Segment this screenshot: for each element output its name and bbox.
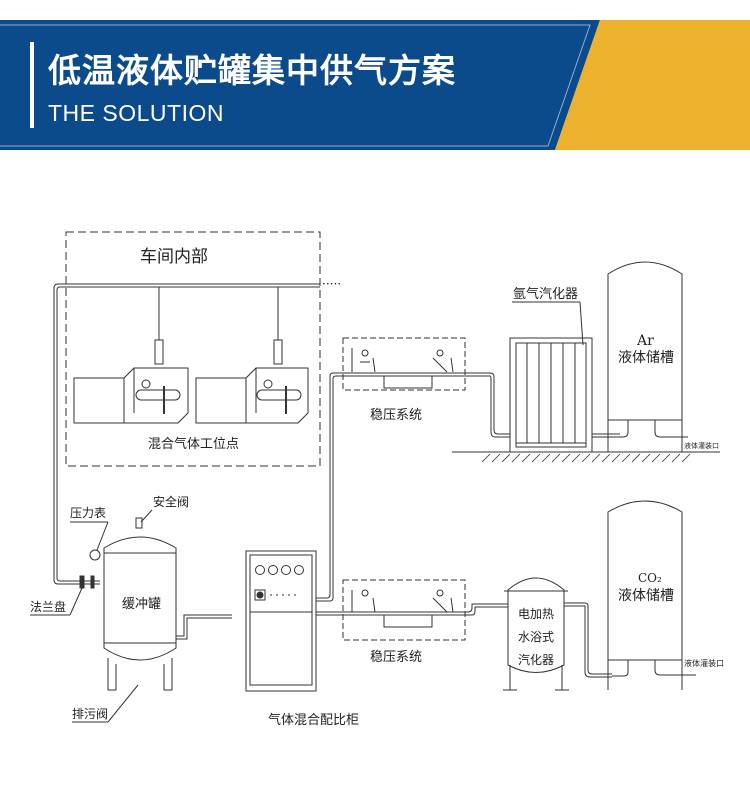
buffer-tank: 缓冲罐 压力表 安全阀 法兰盘 排污阀: [30, 494, 232, 723]
cabinet-gauge-3: [281, 565, 291, 575]
ar-tank-body: [607, 261, 683, 421]
gauge-icon: [361, 349, 369, 357]
banner-yellow-panel: [555, 20, 750, 150]
cabinet-gauge-1: [255, 565, 265, 575]
continuation-dots: ·····: [322, 277, 341, 291]
tank-legs: [107, 658, 173, 691]
station-label: 混合气体工位点: [148, 436, 239, 452]
workshop-area: 车间内部 ····· 混合气体工位点: [53, 231, 341, 585]
banner-background: [0, 20, 750, 150]
mixing-cabinet-label: 气体混合配比柜: [268, 712, 359, 728]
flange-icon: [79, 575, 85, 589]
pressure-system-top: 稳压系统: [342, 337, 512, 438]
pressure-line: [316, 603, 508, 616]
workshop-boundary: [65, 231, 321, 467]
hose-connector: [273, 339, 283, 365]
workshop-label: 车间内部: [140, 247, 208, 267]
supply-riser-pipe: [316, 372, 345, 599]
gauge-icon: [141, 379, 151, 389]
co2-gas-label: CO₂: [638, 571, 662, 585]
vaporizer-line-2: 水浴式: [518, 630, 554, 644]
ar-vaporizer-label: 氩气汽化器: [513, 286, 578, 302]
ar-vaporizer: 氩气汽化器: [509, 286, 620, 453]
manifold-icon: [256, 389, 302, 401]
banner-inner-border: [0, 24, 591, 147]
flange-label: 法兰盘: [30, 599, 66, 614]
pressure-system-boundary: [342, 337, 466, 391]
workbench: [73, 377, 125, 424]
ar-tank-label: 液体储槽: [618, 350, 674, 366]
manifold-icon: [135, 389, 181, 401]
co2-fill-port-label: 液体灌装口: [684, 658, 724, 668]
pressure-system-boundary: [342, 579, 466, 641]
vaporizer-line-3: 汽化器: [518, 652, 554, 667]
cabinet-control-knob: [254, 589, 266, 601]
pressure-system-bottom: 稳压系统: [316, 579, 508, 665]
page-subtitle: THE SOLUTION: [48, 100, 224, 126]
safety-valve-icon: [135, 517, 143, 529]
gas-supply-diagram: 车间内部 ····· 混合气体工位点: [0, 160, 750, 786]
workstation-1: [73, 339, 189, 424]
water-bath-vaporizer: 电加热 水浴式 汽化器: [503, 577, 612, 691]
co2-tank-label: 液体储槽: [618, 588, 674, 604]
hose-connector: [154, 339, 164, 365]
pressure-gauge-label: 压力表: [70, 506, 106, 520]
buffer-tank-label: 缓冲罐: [122, 597, 161, 612]
co2-tank: CO₂ 液体储槽 液体灌装口: [607, 500, 724, 690]
pressure-system-top-label: 稳压系统: [370, 407, 422, 423]
leader-line: [579, 301, 584, 346]
ground-top: [452, 451, 720, 463]
ar-fill-port-label: 液体灌装口: [684, 441, 719, 450]
workbench: [195, 377, 247, 424]
vaporizer-body: [507, 577, 565, 673]
pressure-system-bottom-label: 稳压系统: [370, 649, 422, 665]
pressure-gauge-icon: [89, 549, 101, 561]
banner-accent-bar: [30, 42, 34, 128]
workshop-header-pipe-inner: [56, 286, 320, 582]
cabinet-gauge-2: [268, 565, 278, 575]
drain-valve-label: 排污阀: [72, 707, 108, 721]
banner-blue-panel: [0, 20, 600, 150]
valve-icons: [351, 348, 454, 373]
gauge-icon: [436, 349, 444, 357]
ar-gas-label: Ar: [636, 333, 654, 349]
workshop-header-pipe: [53, 283, 320, 585]
pressure-line: [345, 372, 512, 435]
header-banner: 低温液体贮罐集中供气方案 THE SOLUTION: [0, 0, 750, 160]
mixing-cabinet: 气体混合配比柜: [245, 550, 359, 728]
page-title: 低温液体贮罐集中供气方案: [48, 51, 456, 90]
valve-icons: [351, 590, 454, 613]
bypass-loop: [383, 614, 433, 628]
safety-valve-label: 安全阀: [153, 494, 189, 509]
workstation-2: [195, 339, 309, 424]
cabinet-gauge-4: [294, 565, 304, 575]
buffer-tank-body: [103, 536, 177, 661]
ar-tank: Ar 液体储槽 液体灌装口: [607, 261, 719, 452]
co2-tank-body: [607, 500, 683, 661]
gauge-icon: [263, 379, 273, 389]
bypass-loop: [383, 375, 433, 389]
vaporizer-line-1: 电加热: [518, 607, 554, 621]
